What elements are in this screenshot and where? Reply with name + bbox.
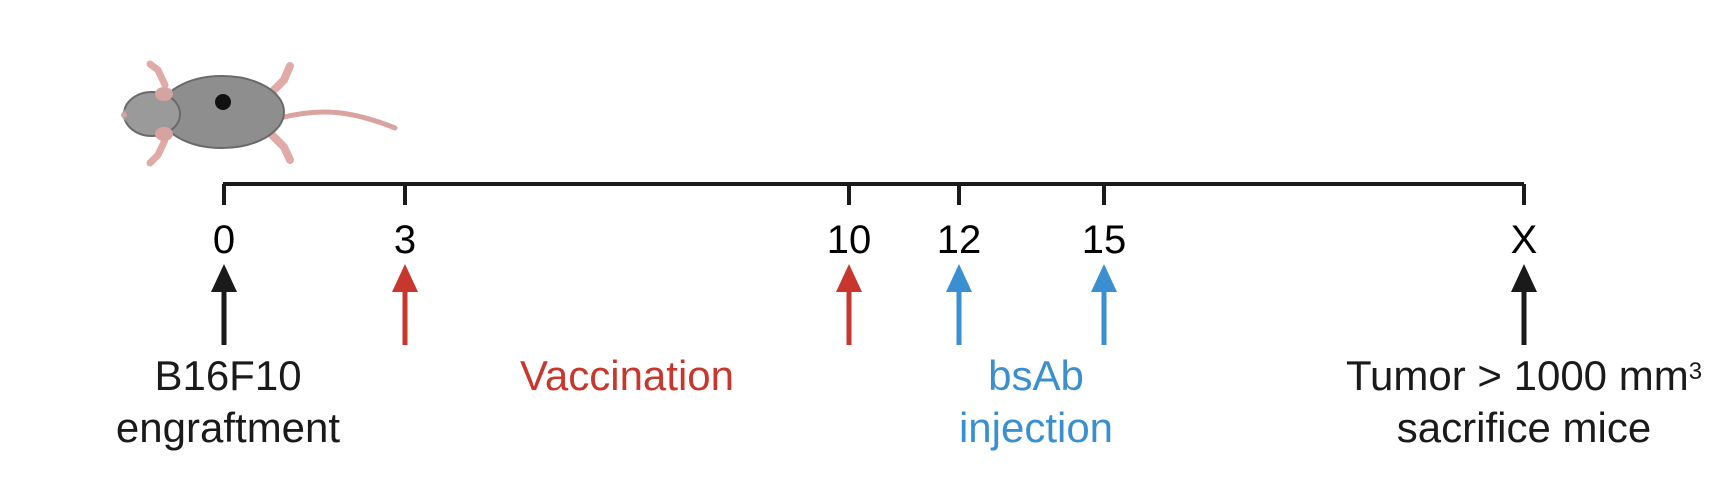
mouse-icon [121, 60, 398, 167]
endpoint-line2: sacrifice mice [1396, 404, 1652, 451]
tick-label-12: 12 [936, 218, 982, 262]
tick-label-15: 15 [1081, 218, 1127, 262]
bsab-label: bsAb injection [959, 352, 1113, 452]
arrow-icon-15 [1091, 264, 1117, 345]
tick-label-x: X [1510, 218, 1538, 262]
engraftment-label: B16F10 engraftment [116, 352, 340, 452]
engraftment-line1: B16F10 [154, 352, 302, 399]
tick-label-3: 3 [393, 218, 417, 262]
vaccination-label: Vaccination [520, 352, 734, 400]
bsab-line1: bsAb [988, 352, 1084, 399]
arrow-icon-x [1511, 264, 1537, 345]
arrow-icon-10 [836, 264, 862, 345]
endpoint-line1-text: Tumor > 1000 mm [1345, 352, 1689, 399]
tick-label-10: 10 [826, 218, 872, 262]
vaccination-line1: Vaccination [519, 352, 735, 399]
arrow-icon-0 [211, 264, 237, 345]
endpoint-label: Tumor > 1000 mm3 sacrifice mice [1346, 352, 1702, 452]
arrow-icon-3 [392, 264, 418, 345]
bsab-line2: injection [958, 404, 1114, 451]
arrow-icon-12 [946, 264, 972, 345]
tick-label-0: 0 [212, 218, 236, 262]
engraftment-line2: engraftment [115, 404, 341, 451]
endpoint-line1: Tumor > 1000 mm3 [1346, 352, 1702, 400]
endpoint-superscript: 3 [1688, 358, 1703, 385]
